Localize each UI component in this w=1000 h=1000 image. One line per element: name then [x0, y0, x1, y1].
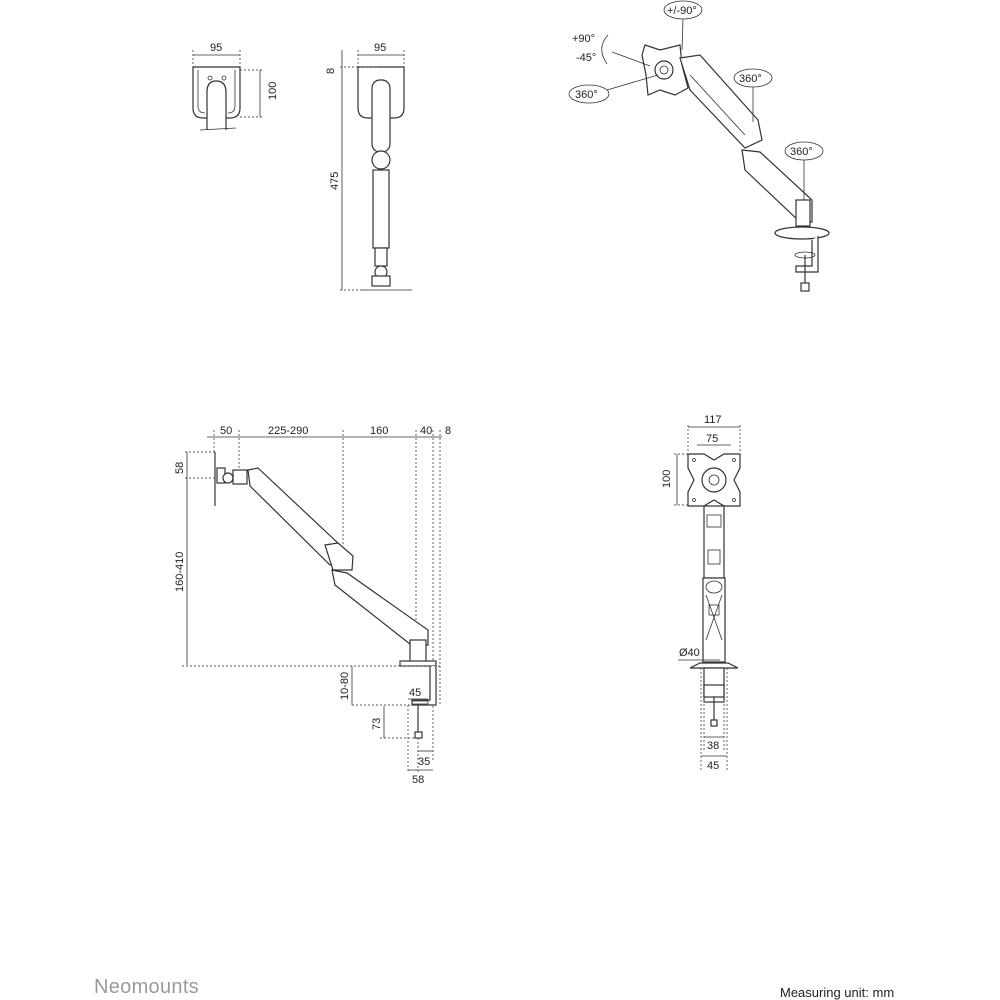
- dim-screw-length: 73: [371, 718, 383, 730]
- label-tilt-down: -45°: [576, 52, 596, 64]
- label-tilt-up: +90°: [572, 33, 595, 45]
- top-detail-view: 95 100: [192, 42, 279, 131]
- dim-height: 100: [267, 82, 279, 100]
- dim-plate-height: 58: [174, 462, 186, 474]
- dim-40: 40: [420, 425, 432, 437]
- isometric-view: +/-90° +90° -45° 360° 360° 360°: [568, 0, 830, 292]
- brand-logo: Neomounts: [94, 976, 199, 998]
- label-rotate-elbow: 360°: [739, 73, 762, 85]
- dim-pole-diameter: Ø40: [679, 647, 700, 659]
- dim-225-290: 225-290: [268, 425, 308, 437]
- dim-50: 50: [220, 425, 232, 437]
- dim-width: 95: [374, 42, 386, 54]
- dim-clamp-depth: 58: [412, 774, 424, 786]
- measuring-unit-note: Measuring unit: mm: [780, 985, 895, 1000]
- label-swivel: +/-90°: [667, 5, 697, 17]
- dim-clamp-offset: 35: [418, 756, 430, 768]
- dim-desk-thickness: 10-80: [339, 672, 351, 700]
- dim-width: 95: [210, 42, 222, 54]
- dim-offset: 8: [325, 68, 337, 74]
- label-rotate-base: 360°: [790, 146, 813, 158]
- dim-vesa-height: 100: [661, 470, 673, 488]
- top-column-view: 95 8 475: [325, 42, 412, 291]
- dim-clamp-inner: 38: [707, 740, 719, 752]
- side-view: 50 225-290 160 40 8 58 160-410 10-80 45 …: [174, 425, 451, 786]
- dim-height-range: 160-410: [174, 552, 186, 592]
- dim-160: 160: [370, 425, 388, 437]
- label-rotate-plate: 360°: [575, 89, 598, 101]
- dim-clamp-width: 45: [409, 687, 421, 699]
- dim-8: 8: [445, 425, 451, 437]
- front-view: 117 75 100 Ø40 38 45: [661, 414, 741, 772]
- dim-vesa-width: 75: [706, 433, 718, 445]
- dim-clamp-outer: 45: [707, 760, 719, 772]
- dim-height: 475: [329, 172, 341, 190]
- dim-plate-width: 117: [704, 414, 722, 426]
